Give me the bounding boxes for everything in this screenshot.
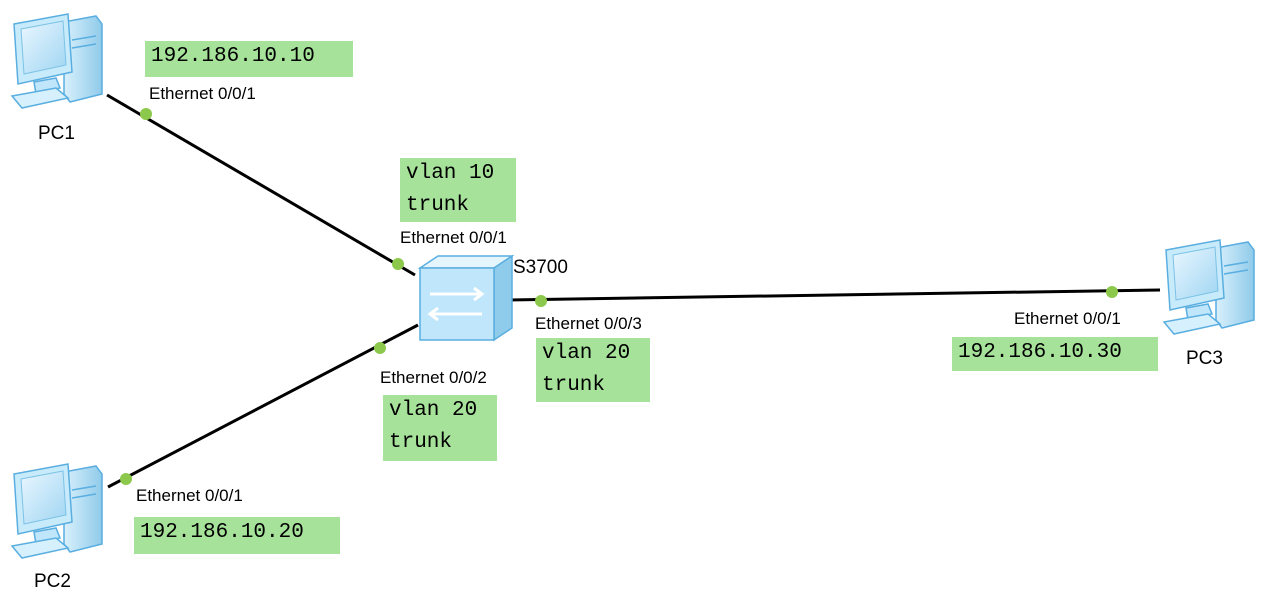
switch-name: S3700 [513, 257, 568, 278]
pc2-icon[interactable] [11, 463, 103, 559]
note-line: vlan 20 [389, 399, 478, 422]
pc1-port-label: Ethernet 0/0/1 [149, 84, 256, 103]
note-line: trunk [542, 374, 606, 397]
switch-port1-label: Ethernet 0/0/1 [400, 228, 507, 247]
note-line: trunk [406, 194, 470, 217]
pc1-icon[interactable] [11, 13, 103, 109]
link-switch-pc3[interactable] [504, 288, 1161, 302]
pc1-ip-text: 192.186.10.10 [151, 45, 315, 68]
switch-port3-label: Ethernet 0/0/3 [535, 314, 642, 333]
link-pc1-switch[interactable] [106, 93, 416, 277]
port-dot-pc1[interactable] [140, 108, 152, 120]
pc2-port-label: Ethernet 0/0/1 [136, 486, 243, 505]
note-line: trunk [389, 431, 453, 454]
pc3-port-label: Ethernet 0/0/1 [1014, 309, 1121, 328]
pc2-ip-text: 192.186.10.20 [140, 521, 304, 544]
port-dot-sw3[interactable] [535, 295, 547, 307]
pc3-name: PC3 [1186, 348, 1223, 369]
switch-port1-note: vlan 10 trunk [400, 158, 516, 222]
note-line: vlan 10 [406, 162, 495, 185]
port-dot-pc2[interactable] [120, 473, 132, 485]
pc3-ip-text: 192.186.10.30 [958, 341, 1122, 364]
note-line: vlan 20 [542, 342, 631, 365]
switch-port2-note: vlan 20 trunk [383, 395, 497, 461]
pc1-name: PC1 [38, 123, 75, 144]
port-dot-pc3[interactable] [1106, 286, 1118, 298]
pc2-ip-note: 192.186.10.20 [134, 517, 340, 554]
link-pc2-switch[interactable] [107, 323, 419, 489]
pc3-icon[interactable] [1163, 239, 1255, 335]
switch-icon[interactable] [417, 254, 515, 342]
pc3-ip-note: 192.186.10.30 [952, 337, 1158, 371]
switch-port3-note: vlan 20 trunk [536, 338, 650, 402]
port-dot-sw1[interactable] [392, 258, 404, 270]
pc1-ip-note: 192.186.10.10 [145, 41, 353, 77]
port-dot-sw2[interactable] [374, 342, 386, 354]
switch-port2-label: Ethernet 0/0/2 [380, 368, 487, 387]
pc2-name: PC2 [34, 571, 71, 592]
